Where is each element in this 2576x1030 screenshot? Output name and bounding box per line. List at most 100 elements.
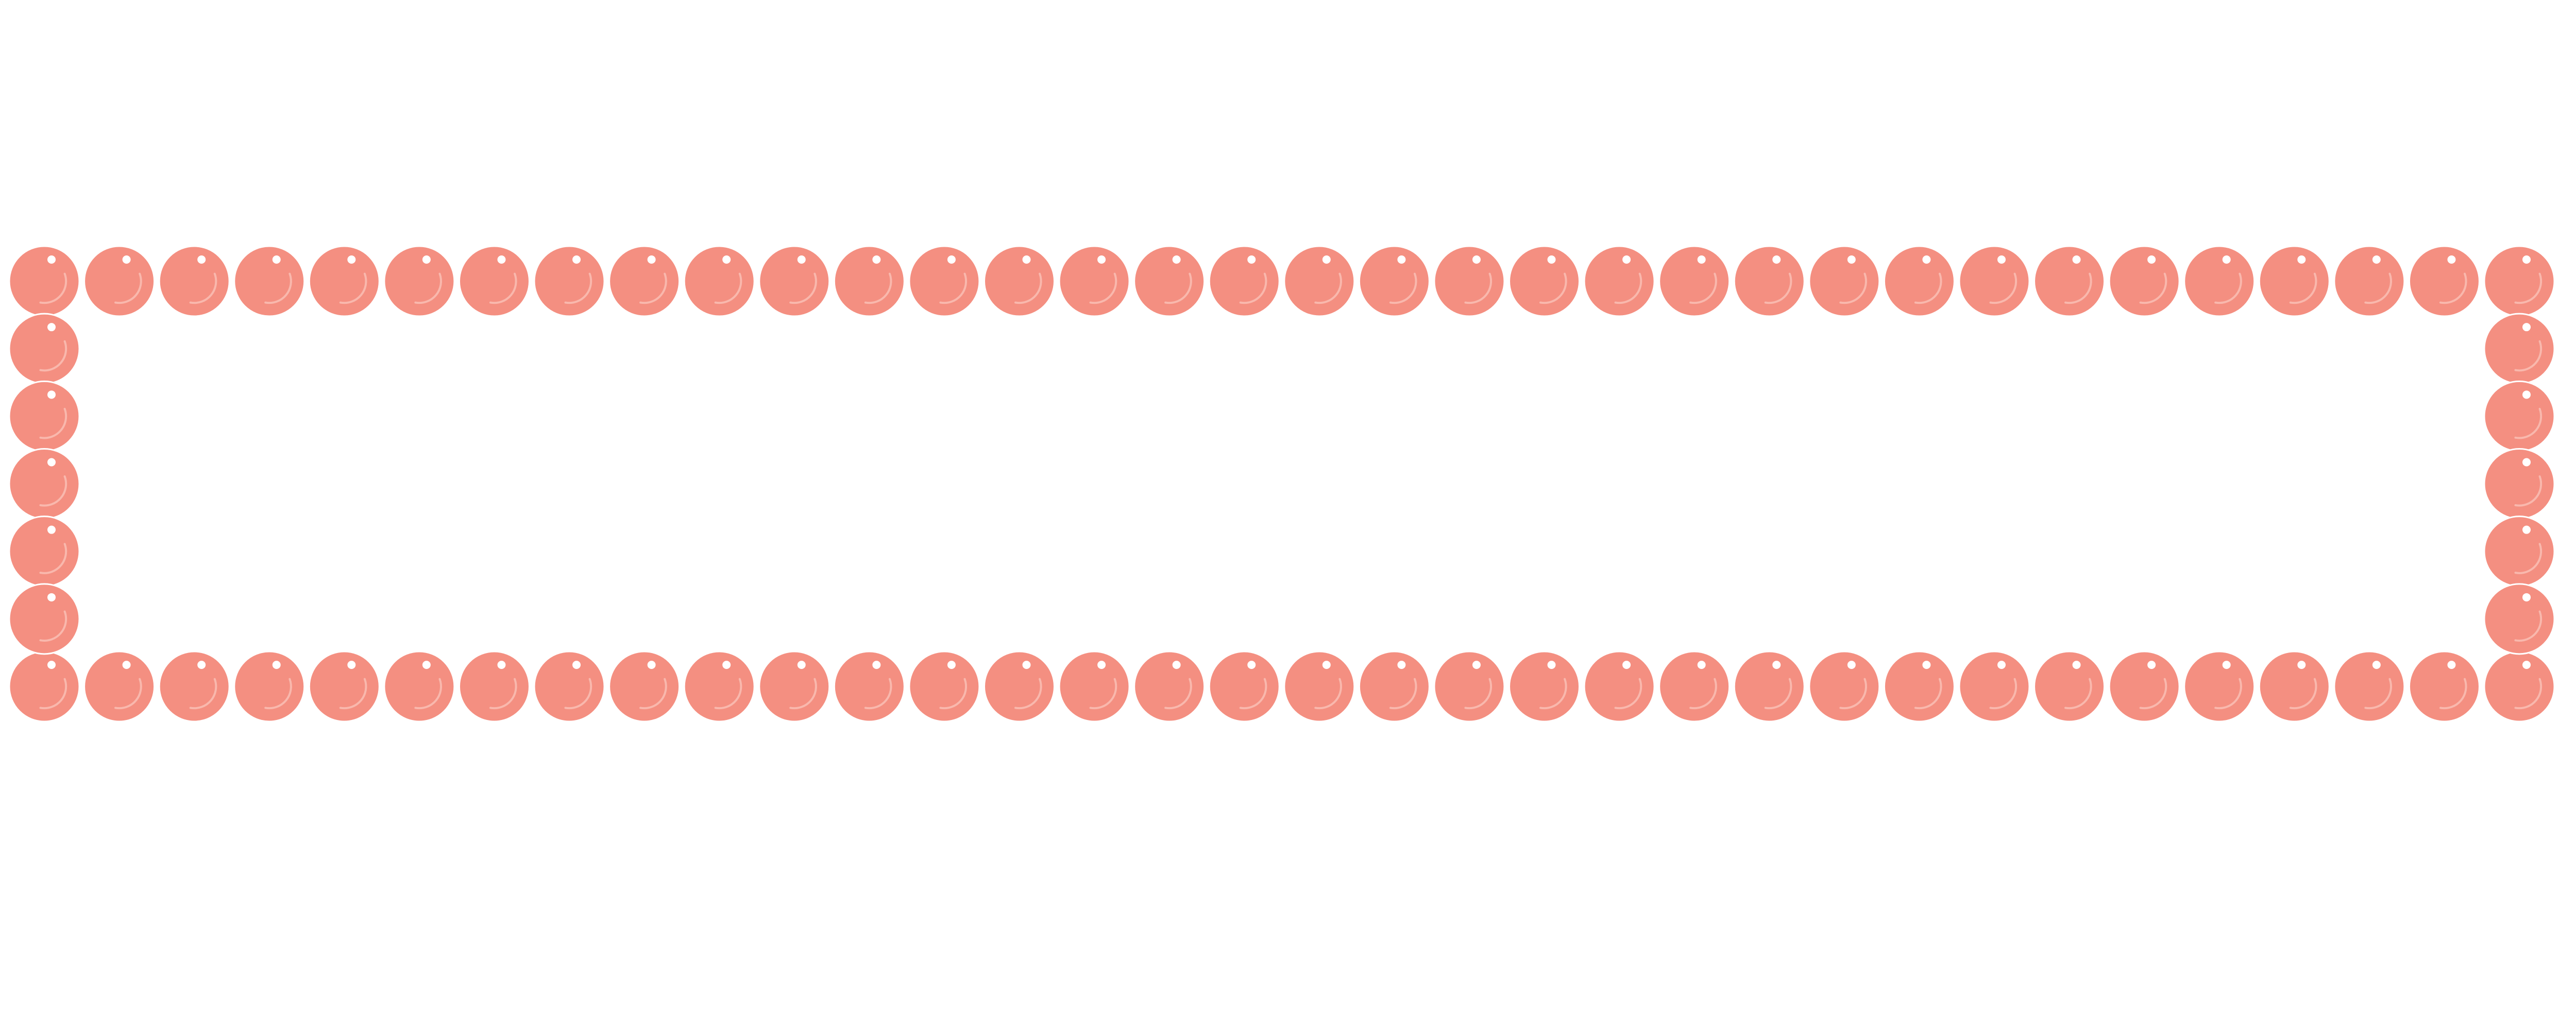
bead-highlight: [1397, 255, 1406, 264]
bead-highlight: [1547, 255, 1556, 264]
bead-shine-arc: [1389, 678, 1417, 710]
bead-shine-arc: [2514, 543, 2543, 574]
bead-highlight: [572, 255, 581, 264]
bead-body: [1583, 245, 1655, 317]
bead-body: [383, 650, 455, 723]
bead-shine-arc: [2439, 678, 2467, 710]
bead-shine-arc: [2214, 678, 2242, 710]
bead-shine-arc: [1614, 678, 1642, 710]
bead-shine-arc: [789, 272, 817, 304]
bead-body: [83, 650, 156, 723]
bead-shine-arc: [2514, 475, 2543, 507]
bead-top: [1509, 245, 1581, 317]
bead-shine-arc: [2064, 272, 2092, 304]
bead-body: [683, 650, 755, 723]
bead-body: [2183, 245, 2256, 317]
bead-bottom: [383, 650, 455, 723]
bead-shine-arc: [2139, 272, 2167, 304]
bead-top: [2258, 245, 2330, 317]
bead-shine-arc: [2289, 678, 2317, 710]
bead-bottom: [308, 650, 380, 723]
bead-bottom: [2108, 650, 2180, 723]
bead-highlight: [2522, 593, 2531, 602]
bead-shine-arc: [639, 678, 667, 710]
bead-shine-arc: [414, 678, 443, 710]
bead-shine-arc: [2514, 678, 2543, 710]
bead-highlight: [1772, 255, 1781, 264]
bead-shine-arc: [264, 272, 292, 304]
bead-right: [2483, 313, 2555, 385]
bead-shine-arc: [864, 272, 892, 304]
bead-body: [8, 583, 80, 655]
bead-top: [158, 245, 230, 317]
bead-highlight: [722, 661, 731, 669]
bead-highlight: [272, 661, 281, 669]
bead-shine-arc: [39, 610, 67, 642]
bead-highlight: [47, 661, 56, 669]
bead-shine-arc: [39, 340, 67, 372]
bead-shine-arc: [714, 678, 742, 710]
bead-highlight: [1697, 255, 1706, 264]
bead-highlight: [722, 255, 731, 264]
bead-highlight: [1322, 255, 1331, 264]
bead-body: [2483, 313, 2555, 385]
bead-body: [83, 245, 156, 317]
bead-body: [308, 245, 380, 317]
bead-shine-arc: [1914, 678, 1942, 710]
bead-body: [2033, 245, 2106, 317]
bead-bottom: [908, 650, 980, 723]
bead-bottom: [683, 650, 755, 723]
bead-shine-arc: [714, 272, 742, 304]
bead-top: [2408, 245, 2480, 317]
bead-shine-arc: [339, 272, 367, 304]
bead-bottom: [1208, 650, 1280, 723]
bead-shine-arc: [1689, 678, 1717, 710]
bead-body: [1358, 650, 1430, 723]
bead-highlight: [2072, 255, 2081, 264]
bead-shine-arc: [114, 272, 142, 304]
bead-highlight: [797, 661, 806, 669]
bead-body: [8, 448, 80, 520]
bead-top: [1883, 245, 1955, 317]
bead-bottom: [983, 650, 1055, 723]
bead-body: [758, 650, 831, 723]
bead-body: [158, 650, 230, 723]
bead-top: [1058, 245, 1130, 317]
bead-body: [8, 245, 80, 317]
bead-shine-arc: [264, 678, 292, 710]
bead-highlight: [1772, 661, 1781, 669]
bead-shine-arc: [1089, 272, 1117, 304]
bead-highlight: [1472, 255, 1481, 264]
bead-top: [2333, 245, 2405, 317]
bead-top: [608, 245, 681, 317]
bead-highlight: [2372, 255, 2381, 264]
bead-shine-arc: [939, 272, 968, 304]
bead-shine-arc: [39, 272, 67, 304]
bead-shine-arc: [1539, 678, 1567, 710]
bead-shine-arc: [489, 678, 517, 710]
bead-body: [683, 245, 755, 317]
bead-highlight: [1097, 255, 1106, 264]
bead-shine-arc: [2364, 678, 2392, 710]
bead-top: [1733, 245, 1805, 317]
bead-highlight: [947, 255, 956, 264]
bead-shine-arc: [1689, 272, 1717, 304]
bead-top: [1808, 245, 1880, 317]
bead-highlight: [1697, 661, 1706, 669]
bead-bottom: [1958, 650, 2030, 723]
bead-shine-arc: [939, 678, 968, 710]
bead-top: [2108, 245, 2180, 317]
bead-highlight: [2147, 255, 2156, 264]
bead-bottom: [83, 650, 156, 723]
bead-shine-arc: [489, 272, 517, 304]
bead-left: [8, 583, 80, 655]
bead-body: [2333, 650, 2405, 723]
bead-shine-arc: [1314, 272, 1342, 304]
bead-body: [2483, 583, 2555, 655]
bead-highlight: [1622, 661, 1631, 669]
bead-right: [2483, 448, 2555, 520]
bead-body: [1733, 650, 1805, 723]
bead-top: [1133, 245, 1206, 317]
bead-bottom: [233, 650, 306, 723]
bead-bottom: [608, 650, 681, 723]
